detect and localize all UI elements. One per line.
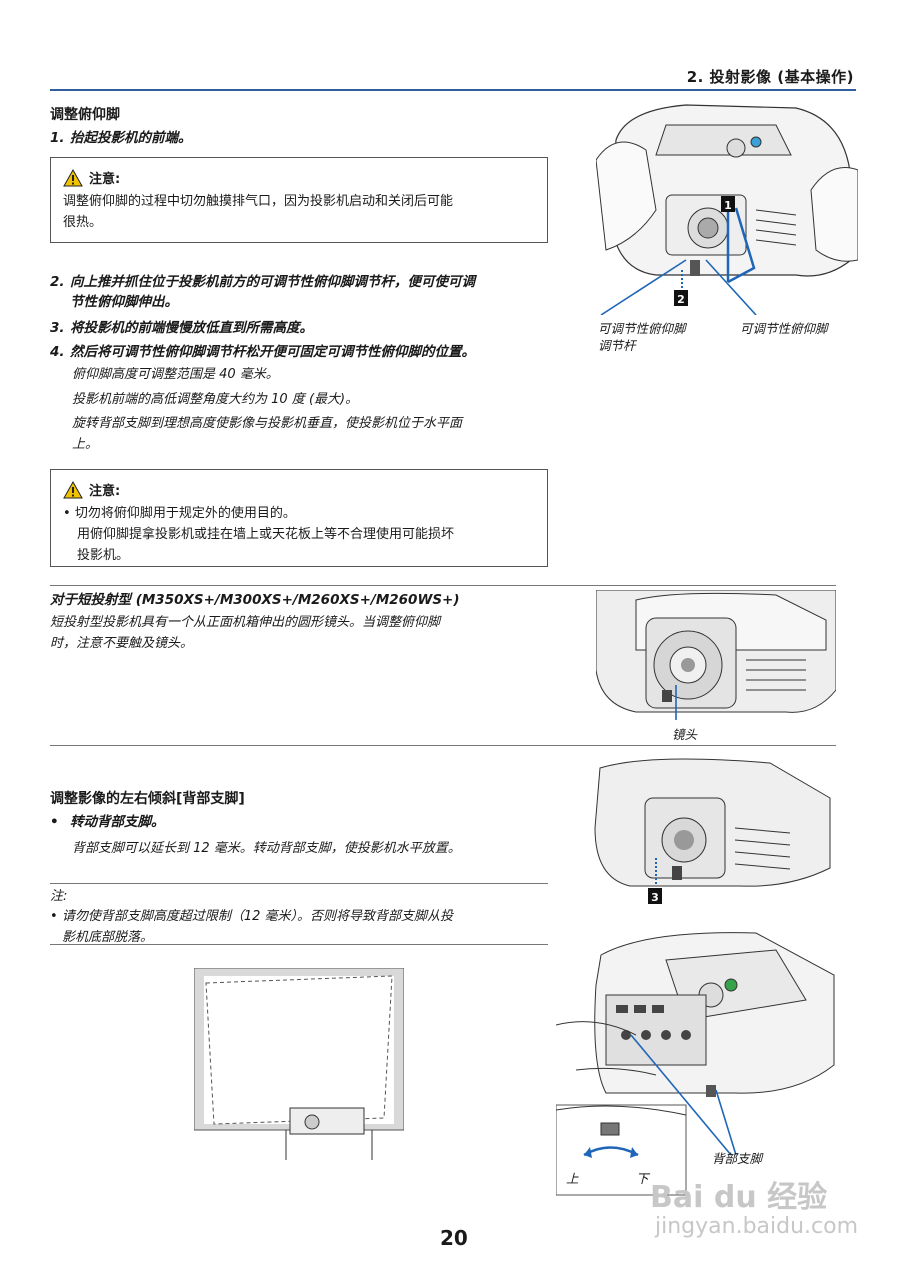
label-lever: 可调节性俯仰脚 调节杆 [598,320,686,354]
caution-line: 调整俯仰脚的过程中切勿触摸排气口，因为投影机启动和关闭后可能 [63,194,454,209]
rear-foot-title: 调整影像的左右倾斜[背部支脚] [50,791,245,807]
step-4: 4. 然后将可调节性俯仰脚调节杆松开便可固定可调节性俯仰脚的位置。 [50,342,475,362]
label-lever-line: 调节杆 [598,338,636,353]
up-label: 上 [566,1171,579,1186]
tilt-foot-figure: 1 2 [596,104,858,315]
caution-line: 很热。 [63,215,103,230]
watermark-brand: Bai du 经验 [650,1180,828,1215]
tilt-range-text: 俯仰脚高度可调整范围是 40 毫米。 [72,367,279,382]
caution-bullet-line: • 切勿将俯仰脚用于规定外的使用目的。 [63,506,296,521]
section-header-title: 2. 投射影像 (基本操作) [686,68,854,86]
step-number: 1. [50,130,65,146]
note-line: 请勿使背部支脚高度超过限制（12 毫米）。否则将导致背部支脚从投 [61,909,453,924]
down-label: 下 [636,1171,649,1186]
note-rule-bottom [50,944,548,945]
warning-icon [63,168,83,186]
step-text-cont: 节性俯仰脚伸出。 [70,294,178,310]
warning-icon [63,480,83,498]
rotate-line: 上。 [72,437,99,452]
divider [50,745,836,746]
caution-line: 投影机。 [77,548,130,563]
step-1: 1. 抬起投影机的前端。 [50,128,192,148]
step-text: 向上推并抓住位于投影机前方的可调节性俯仰脚调节杆，便可使可调 [70,274,475,290]
step-text: 抬起投影机的前端。 [70,130,192,146]
caution-box-2: 注意: • 切勿将俯仰脚用于规定外的使用目的。 用俯仰脚提拿投影机或挂在墙上或天… [50,469,548,567]
step-text: 然后将可调节性俯仰脚调节杆松开便可固定可调节性俯仰脚的位置。 [70,344,475,360]
step-number: 3. [50,320,65,336]
rear-foot-step: • 转动背部支脚。 [50,812,165,832]
step-text: 将投影机的前端慢慢放低直到所需高度。 [70,320,313,336]
rear-foot-label: 背部支脚 [712,1151,763,1166]
step-number: 4. [50,344,65,360]
step-text: 转动背部支脚。 [70,814,165,830]
short-throw-title: 对于短投射型 (M350XS+/M300XS+/M260XS+/M260WS+) [50,592,460,608]
caution-label: 注意: [89,484,121,499]
divider [50,585,836,586]
caution-box-1: 注意: 调整俯仰脚的过程中切勿触摸排气口，因为投影机启动和关闭后可能 很热。 [50,157,548,243]
watermark-url: jingyan.baidu.com [655,1214,859,1239]
note-body: • 请勿使背部支脚高度超过限制（12 毫米）。否则将导致背部支脚从投 影机底部脱… [50,906,453,948]
note-label: 注: [50,889,68,904]
lens-label: 镜头 [672,727,698,742]
callout-2: 2 [677,293,685,306]
short-throw-line: 时，注意不要触及镜头。 [50,636,194,651]
rear-foot-figure: 3 [594,758,831,904]
step-number: 2. [50,274,65,290]
caution-label: 注意: [89,172,121,187]
caution-line: 用俯仰脚提拿投影机或挂在墙上或天花板上等不合理使用可能损坏 [77,527,455,542]
rotate-line: 旋转背部支脚到理想高度使影像与投影机垂直，使投影机位于水平面 [72,416,463,431]
note-rule-top [50,883,548,884]
tilt-angle-text: 投影机前端的高低调整角度大约为 10 度 (最大)。 [72,392,359,407]
note-line: 影机底部脱落。 [62,930,154,945]
tilt-foot-title: 调整俯仰脚 [50,107,120,123]
short-throw-figure [596,590,836,720]
step-3: 3. 将投影机的前端慢慢放低直到所需高度。 [50,318,313,338]
caution-line: 切勿将俯仰脚用于规定外的使用目的。 [74,506,296,521]
page-number: 20 [440,1226,468,1250]
callout-1: 1 [724,199,732,212]
rear-view-figure [556,932,835,1196]
rear-foot-desc: 背部支脚可以延长到 12 毫米。转动背部支脚，使投影机水平放置。 [72,841,461,856]
short-throw-text: 短投射型投影机具有一个从正面机箱伸出的圆形镜头。当调整俯仰脚 时，注意不要触及镜… [50,612,440,654]
short-throw-line: 短投射型投影机具有一个从正面机箱伸出的圆形镜头。当调整俯仰脚 [50,615,441,630]
bullet: • [50,814,59,830]
header-rule [50,89,856,91]
screen-diagram [194,968,404,1160]
step-2: 2. 向上推并抓住位于投影机前方的可调节性俯仰脚调节杆，便可使可调 节性俯仰脚伸出… [50,272,475,312]
label-lever-line: 可调节性俯仰脚 [598,321,686,336]
rotate-text: 旋转背部支脚到理想高度使影像与投影机垂直，使投影机位于水平面 上。 [72,413,462,455]
callout-3: 3 [651,891,659,904]
label-foot: 可调节性俯仰脚 [740,321,828,336]
